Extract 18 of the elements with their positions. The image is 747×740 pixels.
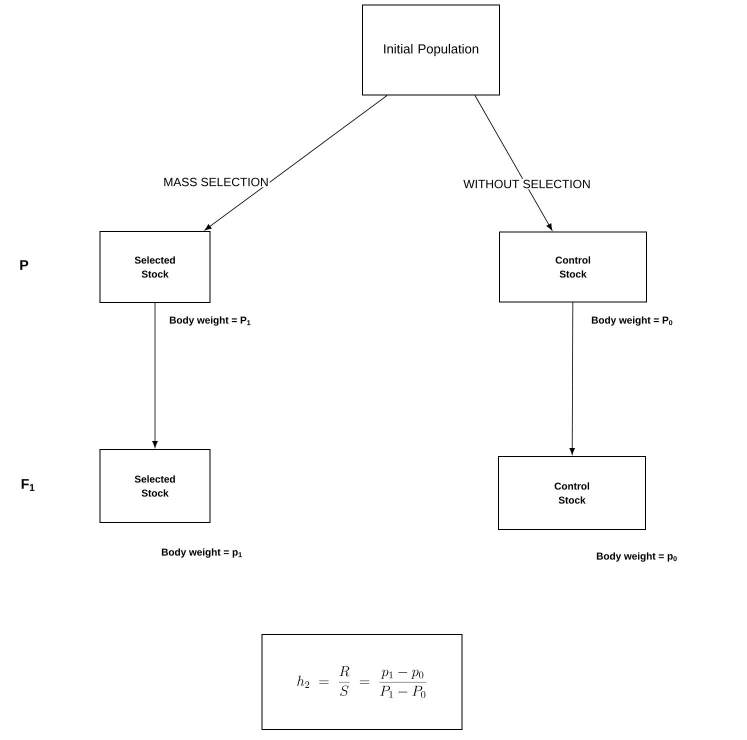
process-box: Control Stock: [499, 232, 647, 302]
process-box: Control Stock: [498, 456, 646, 530]
process-box: Selected Stock: [100, 449, 210, 523]
arrow: [152, 302, 158, 448]
generation-label: P: [20, 260, 28, 270]
process-box: Initial Population: [362, 4, 500, 96]
caption-text: Body weight = p$_{0}$: [596, 552, 677, 562]
caption-text: Body weight = P$_{0}$: [592, 316, 672, 326]
generation-label: F$_{1}$: [22, 479, 34, 491]
caption-text: Body weight = p$_{1}$: [162, 548, 242, 558]
arrow: [204, 95, 388, 230]
caption-text: Body weight = P$_{1}$: [170, 316, 250, 326]
edge-label: WITHOUT SELECTION: [462, 178, 592, 190]
formula-box: $h_2 = \frac{R}{S} = \frac{p_1 - p_0}{P_1 - P_0}$: [262, 634, 462, 730]
edge-label: MASS SELECTION: [162, 176, 270, 188]
process-box: Selected Stock: [100, 231, 210, 303]
arrow: [570, 302, 575, 455]
arrow: [474, 95, 552, 230]
